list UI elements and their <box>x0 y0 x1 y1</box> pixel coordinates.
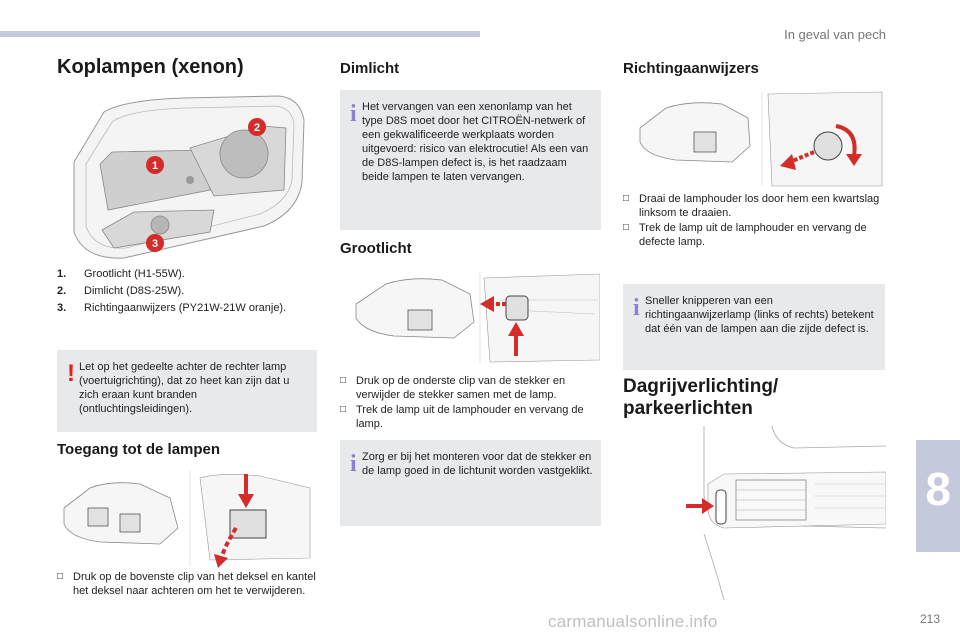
warning-text: Let op het gedeelte achter de rechter la… <box>79 361 290 415</box>
richtingaanwijzers-info-box: i Sneller knipperen van een richtingaanw… <box>623 284 885 370</box>
dimlicht-info-box: i Het vervangen van een xenonlamp van he… <box>340 90 601 230</box>
callout-1: 1 <box>146 156 164 174</box>
checkbox-bullet-icon: □ <box>340 404 347 415</box>
richtingaanwijzers-steps: □Draai de lamphouder los door hem een kw… <box>623 192 885 250</box>
high-beam-diagram <box>350 270 600 366</box>
grootlicht-heading: Grootlicht <box>340 240 412 257</box>
legend-item-3: 3.Richtingaanwijzers (PY21W-21W oranje). <box>57 302 287 314</box>
grootlicht-info-text: Zorg er bij het monteren voor dat de ste… <box>362 451 593 477</box>
watermark: carmanualsonline.info <box>548 612 718 631</box>
header-bar <box>0 31 480 37</box>
page-number: 213 <box>919 612 940 626</box>
step-item: □Trek de lamp uit de lamphouder en verva… <box>623 222 867 248</box>
callout-3: 3 <box>146 234 164 252</box>
checkbox-bullet-icon: □ <box>57 571 64 582</box>
page-title: Koplampen (xenon) <box>57 56 244 78</box>
richtingaanwijzers-heading: Richtingaanwijzers <box>623 60 759 77</box>
svg-text:1: 1 <box>152 160 158 172</box>
step-item: □Druk op de onderste clip van de stekker… <box>340 375 566 401</box>
richtingaanwijzers-info-text: Sneller knipperen van een richtingaanwij… <box>645 295 874 335</box>
callout-2: 2 <box>248 118 266 136</box>
chapter-number: 8 <box>925 463 951 515</box>
info-icon: i <box>633 295 640 321</box>
svg-text:3: 3 <box>152 238 158 250</box>
cover-removal-diagram <box>60 468 320 568</box>
legend-item-2: 2.Dimlicht (D8S-25W). <box>57 285 185 297</box>
step-item: □Trek de lamp uit de lamphouder en verva… <box>340 404 584 430</box>
chapter-tab <box>916 440 960 552</box>
indicator-lamp-diagram <box>632 90 884 188</box>
checkbox-bullet-icon: □ <box>623 222 630 233</box>
drl-heading: Dagrijverlichting/ parkeerlichten <box>623 376 779 419</box>
checkbox-bullet-icon: □ <box>340 375 347 386</box>
checkbox-bullet-icon: □ <box>623 193 630 204</box>
dimlicht-info-text: Het vervangen van een xenonlamp van het … <box>362 101 589 183</box>
warning-box: ! Let op het gedeelte achter de rechter … <box>57 350 317 432</box>
lamp-legend: 1.Grootlicht (H1-55W). 2.Dimlicht (D8S-2… <box>57 266 317 317</box>
svg-text:2: 2 <box>254 122 260 134</box>
dimlicht-heading: Dimlicht <box>340 60 400 77</box>
headlamp-diagram: 1 2 3 <box>64 92 312 262</box>
info-icon: i <box>350 451 357 477</box>
drl-bumper-diagram <box>664 424 886 600</box>
exclamation-icon: ! <box>67 360 75 387</box>
grootlicht-info-box: i Zorg er bij het monteren voor dat de s… <box>340 440 601 526</box>
step-item: □Draai de lamphouder los door hem een kw… <box>623 193 880 219</box>
section-title: In geval van pech <box>784 27 886 42</box>
access-steps: □Druk op de bovenste clip van het deksel… <box>57 570 317 599</box>
access-heading: Toegang tot de lampen <box>57 441 221 458</box>
step-item: □Druk op de bovenste clip van het deksel… <box>57 571 316 597</box>
legend-item-1: 1.Grootlicht (H1-55W). <box>57 268 185 280</box>
info-icon: i <box>350 101 357 127</box>
grootlicht-steps: □Druk op de onderste clip van de stekker… <box>340 374 602 432</box>
